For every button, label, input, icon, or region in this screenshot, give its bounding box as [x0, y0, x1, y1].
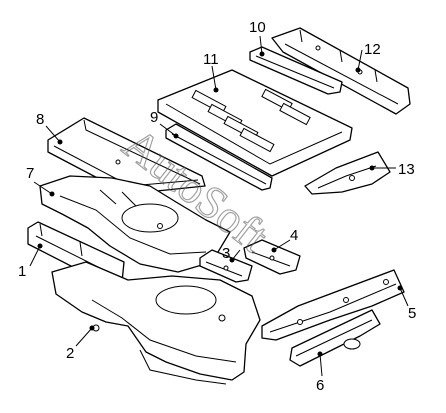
- part-10-bracket: [249, 46, 343, 95]
- callout-4: 4: [290, 227, 298, 244]
- callout-3: 3: [222, 245, 230, 262]
- callout-8: 8: [36, 111, 44, 128]
- part-4-bracket: [243, 239, 301, 275]
- part-5-long-rail: [261, 269, 405, 341]
- callout-5: 5: [408, 305, 416, 322]
- callout-13: 13: [398, 161, 415, 178]
- part-11-rear-floor-panel: [157, 69, 353, 177]
- callout-12: 12: [364, 41, 381, 58]
- callout-11: 11: [203, 51, 219, 68]
- callout-9: 9: [150, 109, 158, 126]
- callout-labels: 1 2 3 4 5 6 7 8 9 10 11 12 13: [18, 19, 416, 394]
- part-13-side-bracket: [304, 151, 391, 195]
- leader-lines: [29, 35, 409, 377]
- part-3-bracket: [199, 249, 253, 283]
- part-6-short-rail: [289, 309, 381, 367]
- part-2-main-floor-pan: [51, 261, 261, 385]
- callout-10: 10: [249, 19, 266, 36]
- callout-6: 6: [316, 377, 324, 394]
- callout-7: 7: [26, 165, 34, 182]
- leader-dots: [37, 51, 403, 357]
- callout-2: 2: [66, 345, 74, 362]
- part-12-rear-crossmember: [271, 27, 411, 115]
- part-9-floor-rail: [165, 123, 273, 191]
- callout-1: 1: [18, 263, 26, 280]
